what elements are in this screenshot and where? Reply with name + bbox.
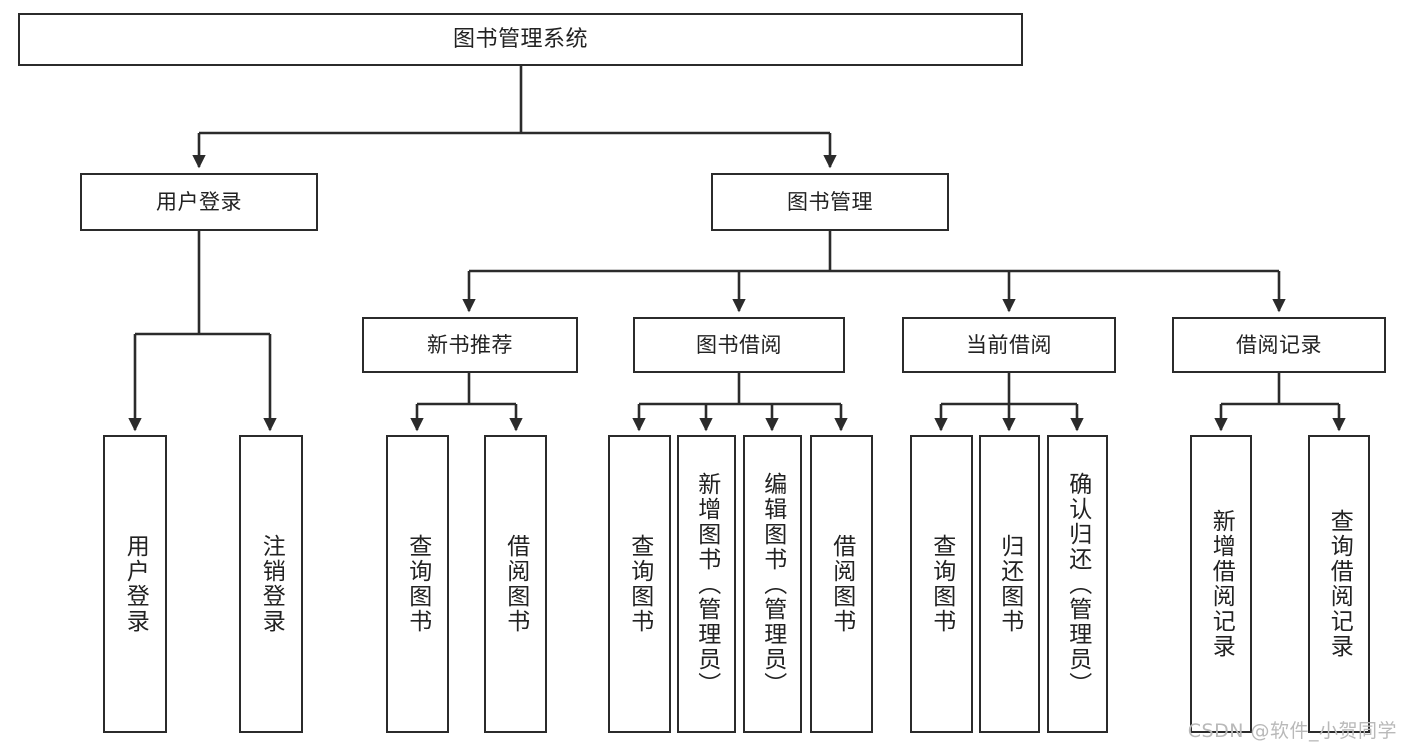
node-book-management[interactable]: 图书管理: [711, 173, 949, 231]
node-root-label: 图书管理系统: [452, 26, 588, 52]
node-current-borrow[interactable]: 当前借阅: [902, 317, 1116, 373]
leaf-current-query-book[interactable]: 查询图书: [910, 435, 973, 733]
leaf-current-query-book-label: 查询图书: [928, 534, 955, 634]
node-borrow-record-label: 借阅记录: [1236, 332, 1322, 357]
node-current-borrow-label: 当前借阅: [966, 332, 1052, 357]
leaf-borrow-borrow-book-label: 借阅图书: [828, 534, 855, 634]
node-root[interactable]: 图书管理系统: [18, 13, 1023, 66]
leaf-record-add[interactable]: 新增借阅记录: [1190, 435, 1252, 733]
leaf-borrow-edit-book-label: 编辑图书（管理员）: [759, 471, 786, 697]
leaf-record-query[interactable]: 查询借阅记录: [1308, 435, 1370, 733]
leaf-borrow-edit-book[interactable]: 编辑图书（管理员）: [743, 435, 802, 733]
node-book-management-label: 图书管理: [787, 189, 873, 214]
leaf-user-logout-label: 注销登录: [258, 534, 285, 634]
leaf-borrow-add-book[interactable]: 新增图书（管理员）: [677, 435, 736, 733]
leaf-current-confirm-return[interactable]: 确认归还（管理员）: [1047, 435, 1108, 733]
leaf-recommend-borrow-book-label: 借阅图书: [502, 534, 529, 634]
leaf-record-add-label: 新增借阅记录: [1208, 509, 1235, 659]
node-book-borrow-label: 图书借阅: [696, 332, 782, 357]
leaf-current-confirm-return-label: 确认归还（管理员）: [1064, 471, 1091, 697]
leaf-user-login[interactable]: 用户登录: [103, 435, 167, 733]
leaf-borrow-add-book-label: 新增图书（管理员）: [693, 471, 720, 697]
node-new-book-recommend[interactable]: 新书推荐: [362, 317, 578, 373]
leaf-borrow-borrow-book[interactable]: 借阅图书: [810, 435, 873, 733]
leaf-current-return-book-label: 归还图书: [996, 534, 1023, 634]
node-user-login-label: 用户登录: [156, 189, 242, 214]
watermark: CSDN @软件_小贺同学: [1187, 720, 1397, 742]
node-user-login[interactable]: 用户登录: [80, 173, 318, 231]
leaf-user-login-label: 用户登录: [122, 534, 149, 634]
leaf-borrow-query-book[interactable]: 查询图书: [608, 435, 671, 733]
node-new-book-recommend-label: 新书推荐: [427, 332, 513, 357]
leaf-current-return-book[interactable]: 归还图书: [979, 435, 1040, 733]
node-book-borrow[interactable]: 图书借阅: [633, 317, 845, 373]
leaf-user-logout[interactable]: 注销登录: [239, 435, 303, 733]
leaf-record-query-label: 查询借阅记录: [1326, 509, 1353, 659]
leaf-recommend-borrow-book[interactable]: 借阅图书: [484, 435, 547, 733]
node-borrow-record[interactable]: 借阅记录: [1172, 317, 1386, 373]
leaf-recommend-query-book[interactable]: 查询图书: [386, 435, 449, 733]
leaf-recommend-query-book-label: 查询图书: [404, 534, 431, 634]
leaf-borrow-query-book-label: 查询图书: [626, 534, 653, 634]
